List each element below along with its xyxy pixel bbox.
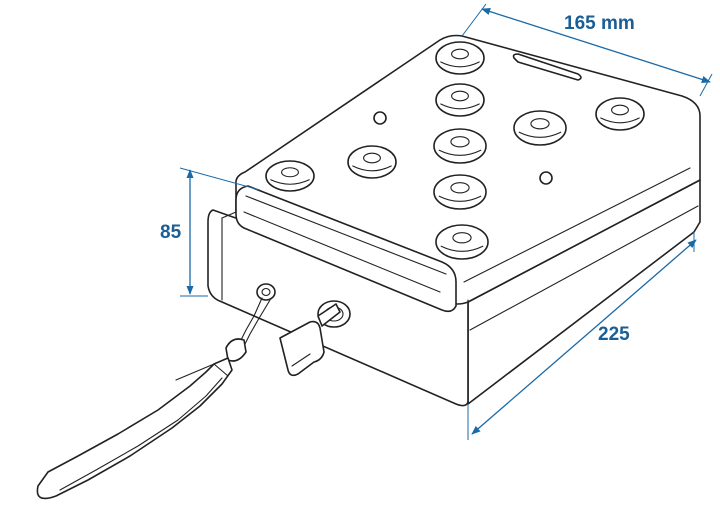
top-hole — [373, 111, 387, 125]
strap-clip — [225, 338, 247, 362]
dimension-width: 165 mm — [461, 3, 713, 97]
coin-compartment — [435, 83, 485, 117]
coin-compartment — [433, 128, 487, 164]
wrist-strap — [36, 283, 276, 500]
coin-compartment — [265, 160, 315, 192]
key-icon — [279, 320, 325, 377]
width-label: 165 mm — [564, 13, 635, 34]
dimension-length: 225 — [467, 232, 697, 440]
strap-eyelet — [256, 283, 276, 301]
length-label: 225 — [598, 324, 630, 345]
coin-compartment — [435, 41, 485, 75]
lock-with-key — [279, 300, 351, 377]
coin-compartment — [513, 110, 567, 146]
coin-compartment — [433, 174, 487, 210]
key-blade — [317, 303, 341, 327]
carry-handle — [235, 185, 457, 313]
coin-compartments — [265, 41, 645, 260]
dimension-height: 85 — [160, 167, 261, 297]
top-hole — [539, 171, 553, 185]
coin-compartment — [595, 97, 645, 131]
height-label: 85 — [160, 222, 182, 243]
coin-compartment — [435, 224, 489, 260]
strap-band — [36, 357, 233, 500]
coin-compartment — [347, 145, 397, 179]
